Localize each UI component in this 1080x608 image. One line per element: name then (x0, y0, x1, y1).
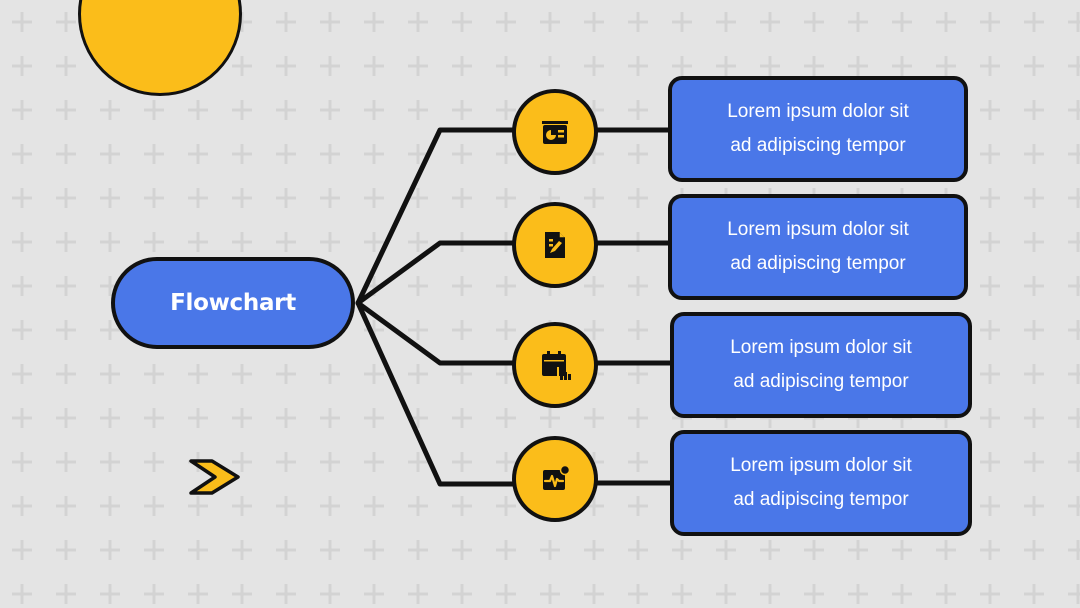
root-label: Flowchart (170, 290, 296, 316)
branch-3-line-1: Lorem ipsum dolor sit (730, 337, 912, 358)
connector-branch-3 (355, 300, 519, 366)
branch-3-icon-circle (512, 322, 598, 408)
presentation-board-icon (542, 121, 568, 144)
branch-2-line-2: ad adipiscing tempor (730, 253, 906, 274)
flowchart-root-node: Flowchart (111, 257, 355, 349)
branch-4-icon-circle (512, 436, 598, 522)
branch-3-line-2: ad adipiscing tempor (733, 371, 909, 392)
health-monitor-icon (543, 464, 571, 490)
chevron-right-icon (189, 459, 240, 495)
branch-2-line-1: Lorem ipsum dolor sit (727, 219, 909, 240)
calendar-chart-icon (542, 351, 571, 380)
branch-1-line-1: Lorem ipsum dolor sit (727, 101, 909, 122)
connector-branch-4 (355, 300, 519, 487)
branch-4-text-box: Lorem ipsum dolor sit ad adipiscing temp… (670, 430, 972, 536)
branch-1-line-2: ad adipiscing tempor (730, 135, 906, 156)
document-edit-icon (545, 232, 565, 258)
branch-2-text-box: Lorem ipsum dolor sit ad adipiscing temp… (668, 194, 968, 300)
branch-4-line-1: Lorem ipsum dolor sit (730, 455, 912, 476)
branch-4-line-2: ad adipiscing tempor (733, 489, 909, 510)
connector-branch-1 (355, 127, 519, 306)
branch-3-text-box: Lorem ipsum dolor sit ad adipiscing temp… (670, 312, 972, 418)
branch-1-text-box: Lorem ipsum dolor sit ad adipiscing temp… (668, 76, 968, 182)
branch-1-icon-circle (512, 89, 598, 175)
connector-branch-2 (355, 240, 519, 306)
branch-2-icon-circle (512, 202, 598, 288)
